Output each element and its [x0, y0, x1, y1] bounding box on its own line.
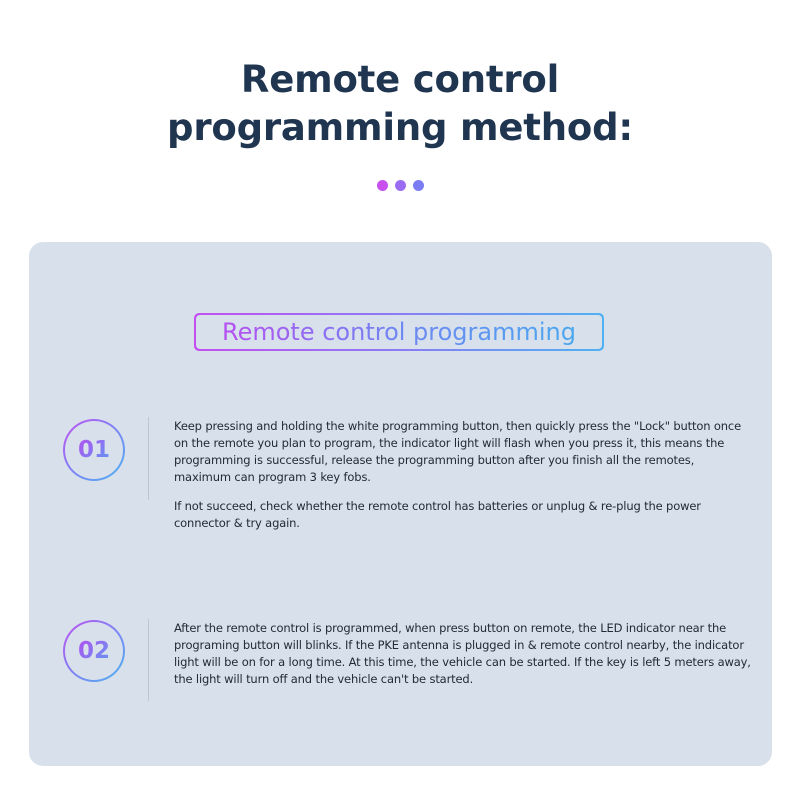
step-2-text: After the remote control is programmed, … [174, 620, 754, 700]
step-1-text: Keep pressing and holding the white prog… [174, 418, 754, 544]
step-2-number: 02 [77, 638, 110, 664]
step-1-badge: 01 [63, 419, 125, 481]
step-2-badge: 02 [63, 620, 125, 682]
page-title: Remote control programming method: [0, 56, 800, 152]
decorative-dots [0, 180, 800, 191]
content-card: Remote control programming 01 Keep press… [29, 242, 772, 766]
step-2-paragraph-1: After the remote control is programmed, … [174, 621, 751, 686]
page-title-line-1: Remote control [240, 58, 560, 101]
page-title-line-2: programming method: [167, 106, 633, 149]
step-2-divider [148, 619, 149, 701]
section-title: Remote control programming [222, 318, 576, 346]
step-1-divider [148, 417, 149, 500]
step-1-paragraph-1: Keep pressing and holding the white prog… [174, 419, 741, 484]
dot-3 [412, 180, 424, 191]
dot-2 [394, 180, 406, 191]
step-1-paragraph-2: If not succeed, check whether the remote… [174, 499, 701, 530]
section-title-pill: Remote control programming [194, 313, 604, 351]
step-1-number: 01 [77, 437, 110, 463]
dot-1 [376, 180, 388, 191]
